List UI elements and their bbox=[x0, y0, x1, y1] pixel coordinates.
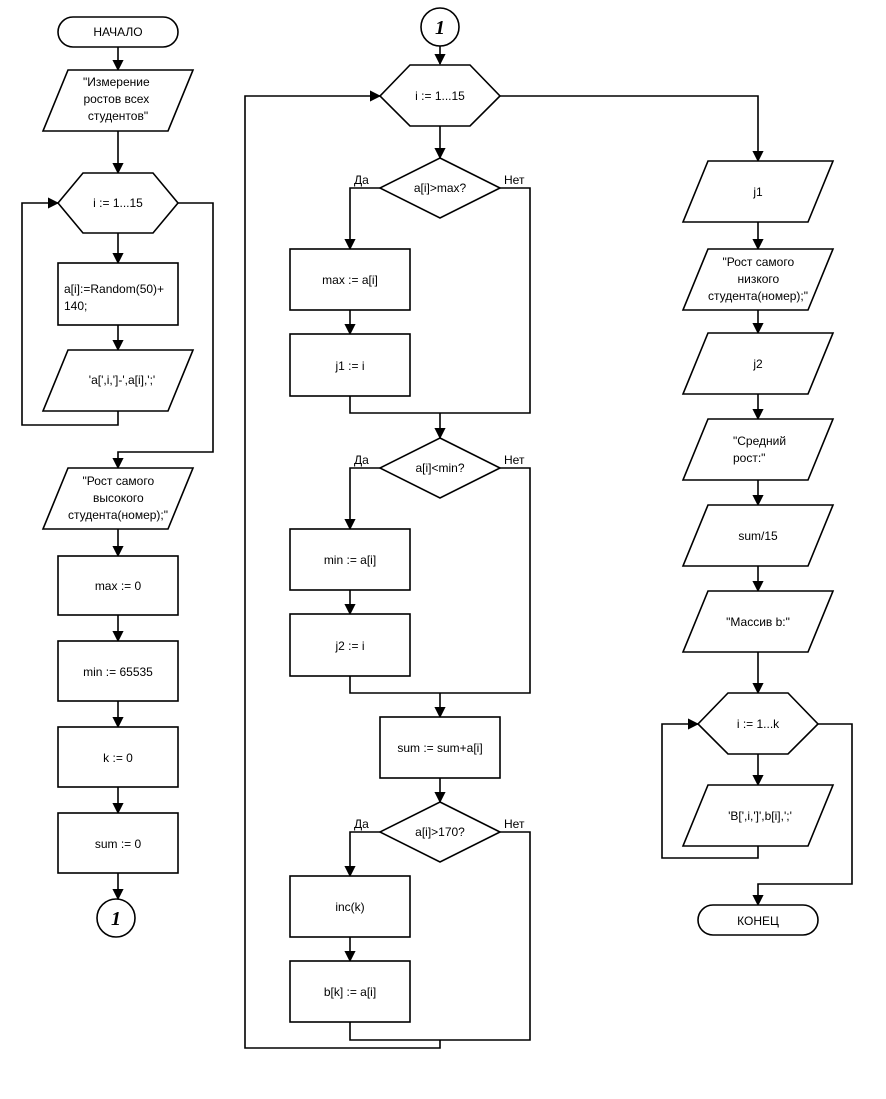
print-b-label: 'B[',i,']',b[i],';' bbox=[728, 809, 792, 823]
set-j2-label: j2 := i bbox=[334, 639, 364, 653]
msg-max-output: "Рост самого высокого студента(номер);" bbox=[41, 467, 195, 530]
decision-min: a[i]<min? Да Нет bbox=[354, 437, 525, 499]
msg-avg-output: "Средний рост:" bbox=[681, 418, 835, 481]
min-init-process: min := 65535 bbox=[57, 640, 179, 702]
svg-text:a[i]:=Random(50)+ 140;: a[i]:=Random(50)+ 140; bbox=[64, 282, 167, 313]
set-min-process: min := a[i] bbox=[289, 528, 411, 591]
msg-max-line-3: студента(номер);" bbox=[68, 508, 168, 522]
decision-max-yes: Да bbox=[354, 173, 369, 187]
page-connector-out-label: 1 bbox=[111, 908, 121, 930]
end-label: КОНЕЦ bbox=[737, 914, 779, 928]
msg-min-line-3: студента(номер);" bbox=[708, 289, 808, 303]
assign-random-line-1: a[i]:=Random(50)+ bbox=[64, 282, 164, 296]
decision-170: a[i]>170? Да Нет bbox=[354, 801, 525, 863]
out-avg-output: sum/15 bbox=[681, 504, 835, 567]
loop3-hexagon: i := 1...k bbox=[696, 692, 820, 755]
msg-max-line-1: "Рост самого bbox=[83, 474, 155, 488]
decision-min-no: Нет bbox=[504, 453, 525, 467]
svg-text:"Рост самого низкого: "Рост самого низкого студента(номер);" bbox=[708, 255, 808, 303]
sum-init-process: sum := 0 bbox=[57, 812, 179, 874]
out-j1-label: j1 bbox=[752, 185, 763, 199]
set-j2-process: j2 := i bbox=[289, 613, 411, 677]
title-line-3: студентов" bbox=[88, 109, 148, 123]
out-j2-label: j2 bbox=[752, 357, 763, 371]
print-b-output: 'B[',i,']',b[i],';' bbox=[681, 784, 835, 847]
sum-add-label: sum := sum+a[i] bbox=[397, 741, 482, 755]
msg-min-line-1: "Рост самого bbox=[723, 255, 795, 269]
decision-min-label: a[i]<min? bbox=[415, 461, 464, 475]
set-max-label: max := a[i] bbox=[322, 273, 378, 287]
max-init-process: max := 0 bbox=[57, 555, 179, 616]
inc-k-process: inc(k) bbox=[289, 875, 411, 938]
set-max-process: max := a[i] bbox=[289, 248, 411, 311]
decision-170-label: a[i]>170? bbox=[415, 825, 465, 839]
assign-random-line-2: 140; bbox=[64, 299, 87, 313]
set-j1-label: j1 := i bbox=[334, 359, 364, 373]
msg-avg-line-1: "Средний bbox=[733, 434, 786, 448]
set-min-label: min := a[i] bbox=[324, 553, 376, 567]
svg-text:"Рост самого высокого: "Рост самого высокого студента(номер);" bbox=[68, 474, 168, 522]
inc-k-label: inc(k) bbox=[335, 900, 364, 914]
out-avg-label: sum/15 bbox=[738, 529, 778, 543]
min-init-label: min := 65535 bbox=[83, 665, 153, 679]
msg-b-output: "Массив b:" bbox=[681, 590, 835, 653]
print-a-label: 'a[',i,']-',a[i],';' bbox=[89, 373, 155, 387]
start-terminal: НАЧАЛО bbox=[57, 16, 179, 48]
end-terminal: КОНЕЦ bbox=[697, 904, 819, 936]
set-b-label: b[k] := a[i] bbox=[324, 985, 376, 999]
max-init-label: max := 0 bbox=[95, 579, 142, 593]
page-connector-in-label: 1 bbox=[435, 17, 445, 39]
set-b-process: b[k] := a[i] bbox=[289, 960, 411, 1023]
loop2-label: i := 1...15 bbox=[415, 89, 465, 103]
connector-lines bbox=[21, 46, 853, 1049]
assign-random-process: a[i]:=Random(50)+ 140; bbox=[57, 262, 179, 326]
sum-init-label: sum := 0 bbox=[95, 837, 142, 851]
set-j1-process: j1 := i bbox=[289, 333, 411, 397]
title-line-1: "Измерение bbox=[83, 75, 150, 89]
out-j1-output: j1 bbox=[681, 160, 835, 223]
out-j2-output: j2 bbox=[681, 332, 835, 395]
start-label: НАЧАЛО bbox=[93, 25, 142, 39]
msg-avg-line-2: рост:" bbox=[733, 451, 765, 465]
loop2-hexagon: i := 1...15 bbox=[378, 64, 502, 127]
msg-min-output: "Рост самого низкого студента(номер);" bbox=[681, 248, 835, 311]
page-connector-out: 1 bbox=[96, 898, 136, 938]
decision-min-yes: Да bbox=[354, 453, 369, 467]
print-a-output: 'a[',i,']-',a[i],';' bbox=[41, 349, 195, 412]
svg-text:"Средний рост:": "Средний рост:" bbox=[733, 434, 789, 465]
k-init-process: k := 0 bbox=[57, 726, 179, 788]
msg-min-line-2: низкого bbox=[737, 272, 779, 286]
sum-add-process: sum := sum+a[i] bbox=[379, 716, 501, 779]
title-output: "Измерение ростов всех студентов" bbox=[41, 69, 195, 132]
decision-max: a[i]>max? Да Нет bbox=[354, 157, 525, 219]
page-connector-in: 1 bbox=[420, 7, 460, 47]
decision-max-label: a[i]>max? bbox=[414, 181, 467, 195]
decision-170-no: Нет bbox=[504, 817, 525, 831]
k-init-label: k := 0 bbox=[103, 751, 133, 765]
title-line-2: ростов всех bbox=[83, 92, 149, 106]
decision-max-no: Нет bbox=[504, 173, 525, 187]
msg-b-label: "Массив b:" bbox=[726, 615, 790, 629]
svg-text:"Измерение ростов всех: "Измерение ростов всех студентов" bbox=[83, 75, 153, 123]
loop1-label: i := 1...15 bbox=[93, 196, 143, 210]
msg-max-line-2: высокого bbox=[93, 491, 144, 505]
loop1-hexagon: i := 1...15 bbox=[56, 172, 180, 234]
loop3-label: i := 1...k bbox=[737, 717, 780, 731]
decision-170-yes: Да bbox=[354, 817, 369, 831]
